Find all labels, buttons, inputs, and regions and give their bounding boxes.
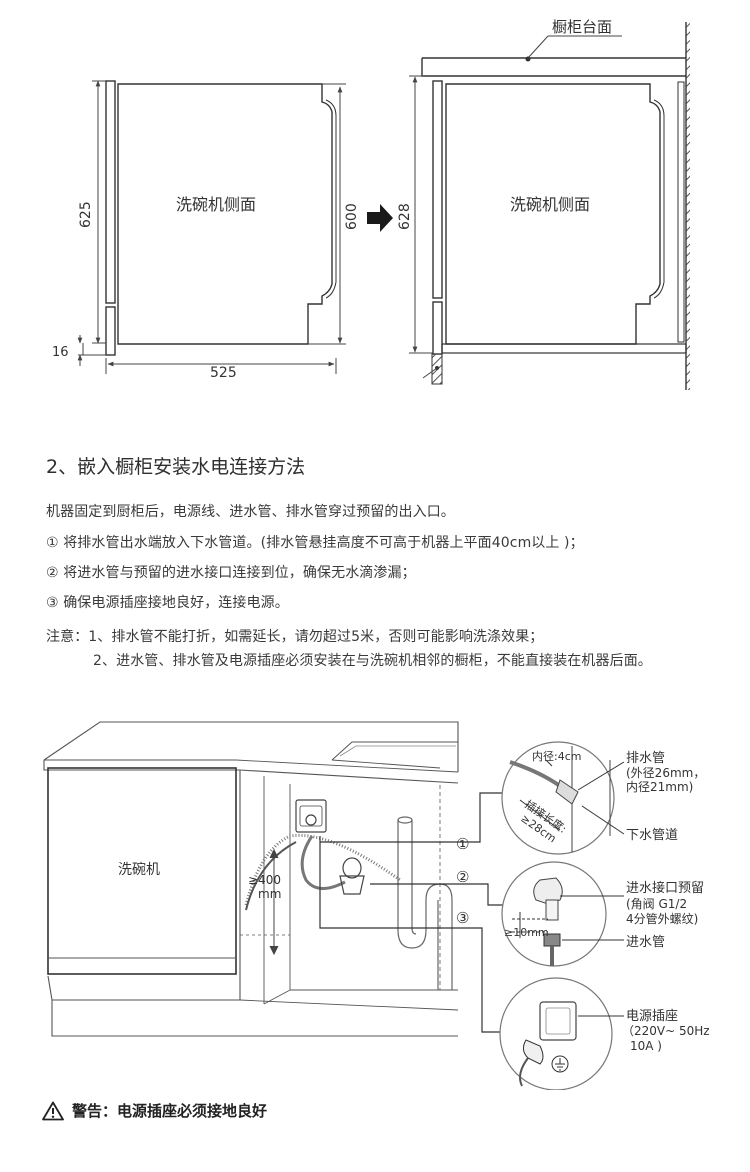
socket-label-3: 10A ) — [630, 1039, 662, 1053]
inner-diameter-label: 内径:4cm — [532, 749, 581, 763]
note-2-text: 2、进水管、排水管及电源插座必须安装在与洗碗机相邻的橱柜，不能直接装在机器后面。 — [93, 653, 652, 669]
height-value: ≥400 — [248, 873, 281, 887]
dim-600: 600 — [344, 203, 360, 230]
detail-circle-inlet — [501, 861, 624, 967]
dim-lines-right — [409, 35, 622, 354]
hoses — [244, 833, 401, 911]
marker-3: ③ — [456, 909, 469, 927]
sink-drain-trap — [397, 816, 453, 990]
dim-525: 525 — [210, 365, 237, 381]
intro-text: 机器固定到厨柜后，电源线、进水管、排水管穿过预留的出入口。 — [46, 504, 455, 520]
warning-triangle-icon — [42, 1101, 64, 1120]
marker-1: ① — [456, 835, 469, 853]
kitchen-cabinet — [43, 721, 459, 1037]
inlet-hose-label: 进水管 — [626, 935, 665, 950]
height-unit: mm — [258, 887, 281, 901]
socket-label-1: 电源插座 — [626, 1009, 678, 1024]
dim-625: 625 — [78, 201, 94, 228]
dim-lines-left — [77, 80, 346, 374]
note-1-text: 注意：1、排水管不能打折，如需延长，请勿超过5米，否则可能影响洗涤效果； — [46, 629, 544, 645]
inlet-reserved-1: 进水接口预留 — [626, 880, 704, 896]
detail-circle-socket — [499, 977, 624, 1090]
step-2-text: ② 将进水管与预留的进水接口连接到位，确保无水滴渗漏； — [46, 565, 416, 581]
inlet-reserved-3: 4分管外螺纹) — [626, 911, 698, 926]
left-side-label: 洗碗机侧面 — [176, 195, 256, 214]
dim-628: 628 — [397, 203, 413, 230]
countertop-callout-dot — [525, 56, 531, 62]
drain-inner: 内径21mm) — [626, 780, 693, 794]
wall-socket — [295, 799, 327, 833]
installation-connection-diagram: ≥400 mm 洗碗机 ① ② ③ 内径:4cm 插接长度: ≥28cm 排水管… — [43, 721, 710, 1090]
inlet-reserved-2: (角阀 G1/2 — [626, 897, 687, 911]
sewer-label: 下水管道 — [626, 828, 678, 843]
machine-label: 洗碗机 — [118, 862, 160, 878]
drain-title: 排水管 — [626, 751, 665, 766]
right-side-label: 洗碗机侧面 — [510, 195, 590, 214]
warning-text: 警告：电源插座必须接地良好 — [72, 1102, 268, 1120]
dim-16: 16 — [52, 345, 69, 360]
right-installed-view — [421, 22, 690, 390]
step-3-text: ③ 确保电源插座接地良好，连接电源。 — [46, 595, 289, 611]
inlet-gap-label: ≥10mm — [504, 926, 549, 939]
section-title: 2、嵌入橱柜安装水电连接方法 — [46, 456, 306, 478]
right-arrow-icon — [367, 204, 393, 232]
left-dishwasher-side — [105, 80, 337, 356]
inlet-valve-small — [339, 857, 365, 895]
top-side-view-diagram: 625 16 600 525 洗碗机侧面 628 橱柜台面 洗碗机侧面 — [52, 18, 690, 390]
warning-banner: 警告：电源插座必须接地良好 — [42, 1100, 267, 1121]
callout-lines — [319, 792, 505, 1033]
step-1-text: ① 将排水管出水端放入下水管道。(排水管悬挂高度不可高于机器上平面40cm以上 … — [46, 535, 584, 551]
drain-outer: (外径26mm， — [626, 766, 705, 780]
socket-label-2: （220V~ 50Hz — [622, 1024, 710, 1038]
detail-circle-drain — [501, 741, 615, 855]
countertop-label: 橱柜台面 — [552, 18, 612, 36]
marker-2: ② — [456, 868, 469, 886]
